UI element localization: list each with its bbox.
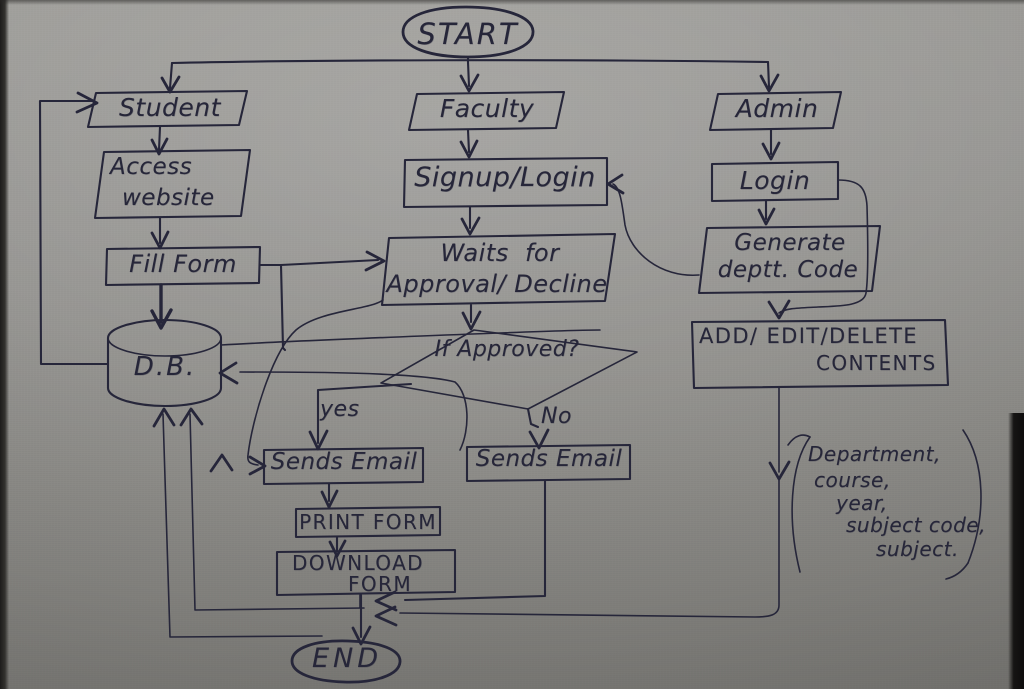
arrowhead-student-left — [75, 91, 99, 114]
annotation-line-2: course, — [814, 468, 891, 492]
node-if-approved-label: If Approved? — [434, 337, 580, 362]
arrowhead-download-form — [328, 539, 347, 558]
arrowhead-access — [150, 137, 169, 156]
node-end-shape — [290, 639, 402, 684]
connector-top-right-to-db — [220, 329, 601, 346]
node-access-website-label-line2: website — [122, 185, 215, 211]
node-access-website-shape — [93, 148, 252, 220]
node-print-form-shape — [294, 505, 442, 539]
connector-fillform-waits-b — [279, 258, 380, 267]
node-download-form-shape — [275, 548, 457, 597]
photo-edge-left — [0, 0, 9, 689]
node-login-shape — [710, 160, 840, 203]
connector-bus-right-drop — [766, 60, 771, 89]
node-waits-label-line2: Approval/ Decline — [386, 270, 608, 298]
connector-db-to-student-loop — [38, 99, 110, 366]
connector-addedit-end-bus — [399, 478, 780, 618]
connector-login-addedit — [778, 179, 869, 314]
node-generate-dept-shape — [697, 224, 882, 295]
node-admin-label: Admin — [735, 94, 819, 123]
arrowhead-decision — [461, 310, 482, 331]
node-faculty-label: Faculty — [439, 94, 535, 123]
node-download-form-label-line1: DOWNLOAD — [292, 551, 424, 575]
connector-bus-mid-drop — [466, 60, 471, 88]
node-student-shape — [86, 89, 249, 129]
arrowhead-login — [761, 141, 781, 161]
edge-label-yes: yes — [320, 397, 360, 422]
annotation-right-paren-tail — [945, 562, 969, 580]
node-sends-email-no-label: Sends Email — [475, 446, 623, 472]
node-sends-email-yes-shape — [262, 446, 425, 486]
arrowhead-add-edit — [767, 299, 791, 320]
annotation-left-paren-tail — [787, 434, 811, 446]
node-start-label: START — [417, 17, 519, 51]
node-waits-label-line1: Waits for — [440, 239, 560, 267]
arrowhead-sends-email-no — [528, 428, 550, 450]
node-end-label: END — [311, 643, 383, 674]
arrowhead-waits-top — [460, 216, 481, 236]
arrowhead-print-form — [320, 489, 339, 509]
photo-edge-right — [1008, 413, 1024, 689]
connector-right-to-db — [239, 371, 468, 451]
arrowhead-waits-left — [364, 250, 386, 272]
arrowhead-signup-right — [606, 173, 625, 195]
photo-edge-top — [0, 0, 1024, 5]
node-start-shape — [401, 5, 535, 59]
arrowhead-signup — [459, 139, 479, 159]
arrowhead-generate — [757, 207, 776, 226]
arrowhead-email-left — [248, 455, 267, 476]
connector-waits-left-email — [247, 299, 384, 466]
node-sends-email-yes-label: Sends Email — [270, 449, 418, 475]
connector-download-db-feedback2 — [162, 413, 323, 638]
node-fill-form-label: Fill Form — [129, 250, 237, 278]
arrowhead-end — [351, 625, 372, 646]
annotation-line-5: subject. — [876, 537, 959, 561]
arrowhead-admin-top — [759, 73, 780, 93]
arrowhead-end-bus-a — [374, 590, 398, 612]
annotation-left-paren — [791, 436, 811, 573]
node-waits-shape — [380, 232, 617, 307]
connector-email-no-down — [403, 479, 547, 602]
node-fill-form-shape — [104, 245, 262, 287]
node-signup-login-shape — [402, 156, 609, 209]
node-access-website-label-line1: Access — [110, 154, 193, 180]
node-student-label: Student — [119, 93, 221, 122]
node-signup-login-label: Signup/Login — [414, 162, 596, 193]
arrowhead-db-top — [150, 308, 173, 330]
arrowhead-db-bottom-right — [179, 407, 204, 427]
arrowhead-faculty-top — [459, 73, 480, 93]
node-admin-shape — [708, 90, 843, 132]
connector-faculty-signup — [466, 128, 471, 154]
annotation-line-1: Department, — [808, 442, 941, 466]
connector-decision-no — [526, 407, 540, 429]
arrowhead-db-bottom-mid — [209, 453, 234, 473]
arrowhead-db-right — [218, 361, 239, 385]
node-add-edit-delete-shape — [690, 318, 950, 390]
connector-decision-yes — [316, 382, 413, 445]
annotation-right-paren — [962, 429, 982, 564]
annotation-line-3: year, — [836, 491, 888, 515]
annotation-line-4: subject code, — [846, 513, 986, 537]
node-add-edit-delete-label-line2: CONTENTS — [816, 351, 937, 375]
connector-bus-left-drop — [168, 61, 174, 90]
node-db-label: D.B. — [133, 352, 197, 382]
connector-student-access — [157, 125, 162, 152]
arrowhead-db-bottom-left — [152, 407, 176, 428]
node-generate-dept-label-line1: Generate — [734, 230, 846, 256]
node-db-shape — [106, 318, 223, 408]
node-faculty-shape — [407, 90, 566, 132]
node-login-label: Login — [739, 166, 811, 195]
node-generate-dept-label-line2: deptt. Code — [717, 257, 859, 283]
node-print-form-label: PRINT FORM — [299, 510, 437, 534]
edge-label-no: No — [541, 404, 572, 429]
node-sends-email-no-shape — [465, 443, 632, 483]
connector-generate-signup — [612, 183, 700, 276]
arrowhead-end-bus-b — [374, 605, 398, 627]
connector-fillform-waits — [258, 263, 287, 352]
node-download-form-label-line2: FORM — [348, 572, 412, 596]
node-add-edit-delete-label-line1: ADD/ EDIT/DELETE — [699, 324, 918, 348]
